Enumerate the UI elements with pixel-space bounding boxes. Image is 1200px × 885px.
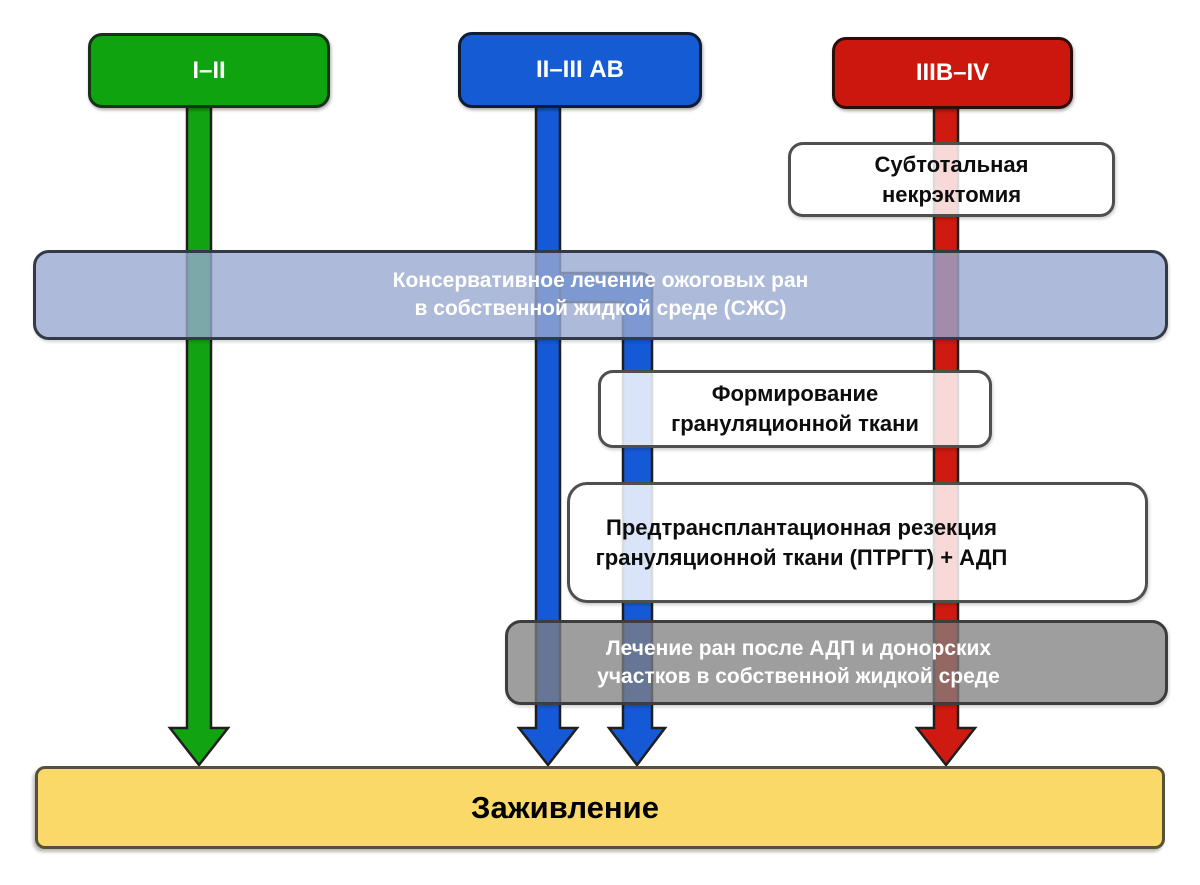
green-arrow <box>167 103 231 768</box>
adp-donor-care-line1: Лечение ран после АДП и донорских <box>605 636 992 660</box>
ptrgt-resection-line2: грануляционной ткани (ПТРГТ) + АДП <box>595 544 1008 570</box>
granulation-formation-line2: грануляционной ткани <box>671 411 919 436</box>
ptrgt-resection-line1: Предтрансплантационная резекция <box>606 514 997 540</box>
stage-box-iiib-iv: IIIВ–IV <box>832 37 1073 109</box>
healing-label: Заживление <box>471 789 659 825</box>
adp-donor-care-band: Лечение ран после АДП и донорских участк… <box>505 620 1168 705</box>
granulation-formation-line1: Формирование <box>711 381 879 406</box>
granulation-formation-box: Формирование грануляционной ткани <box>598 370 992 448</box>
subtotal-necrectomy-line2: некрэктомия <box>881 181 1022 207</box>
stage-box-iiib-iv-label: IIIВ–IV <box>915 59 990 86</box>
conservative-treatment-line1: Консервативное лечение ожоговых ран <box>392 269 809 292</box>
stage-box-ii-iii-av: II–III АВ <box>458 32 702 108</box>
stage-box-ii-iii-av-label: II–III АВ <box>535 56 625 83</box>
subtotal-necrectomy-box: Субтотальная некрэктомия <box>788 142 1115 217</box>
conservative-treatment-line2: в собственной жидкой среде (СЖС) <box>414 297 787 320</box>
stage-box-i-ii-label: I–II <box>192 56 226 84</box>
adp-donor-care-line2: участков в собственной жидкой среде <box>597 664 1000 688</box>
stage-box-i-ii: I–II <box>88 33 330 108</box>
ptrgt-resection-box: Предтрансплантационная резекция грануляц… <box>567 482 1148 603</box>
blue-main-arrow <box>516 103 580 768</box>
healing-box: Заживление <box>35 766 1165 849</box>
conservative-treatment-band: Консервативное лечение ожоговых ран в со… <box>33 250 1168 340</box>
subtotal-necrectomy-line1: Субтотальная <box>874 151 1029 177</box>
